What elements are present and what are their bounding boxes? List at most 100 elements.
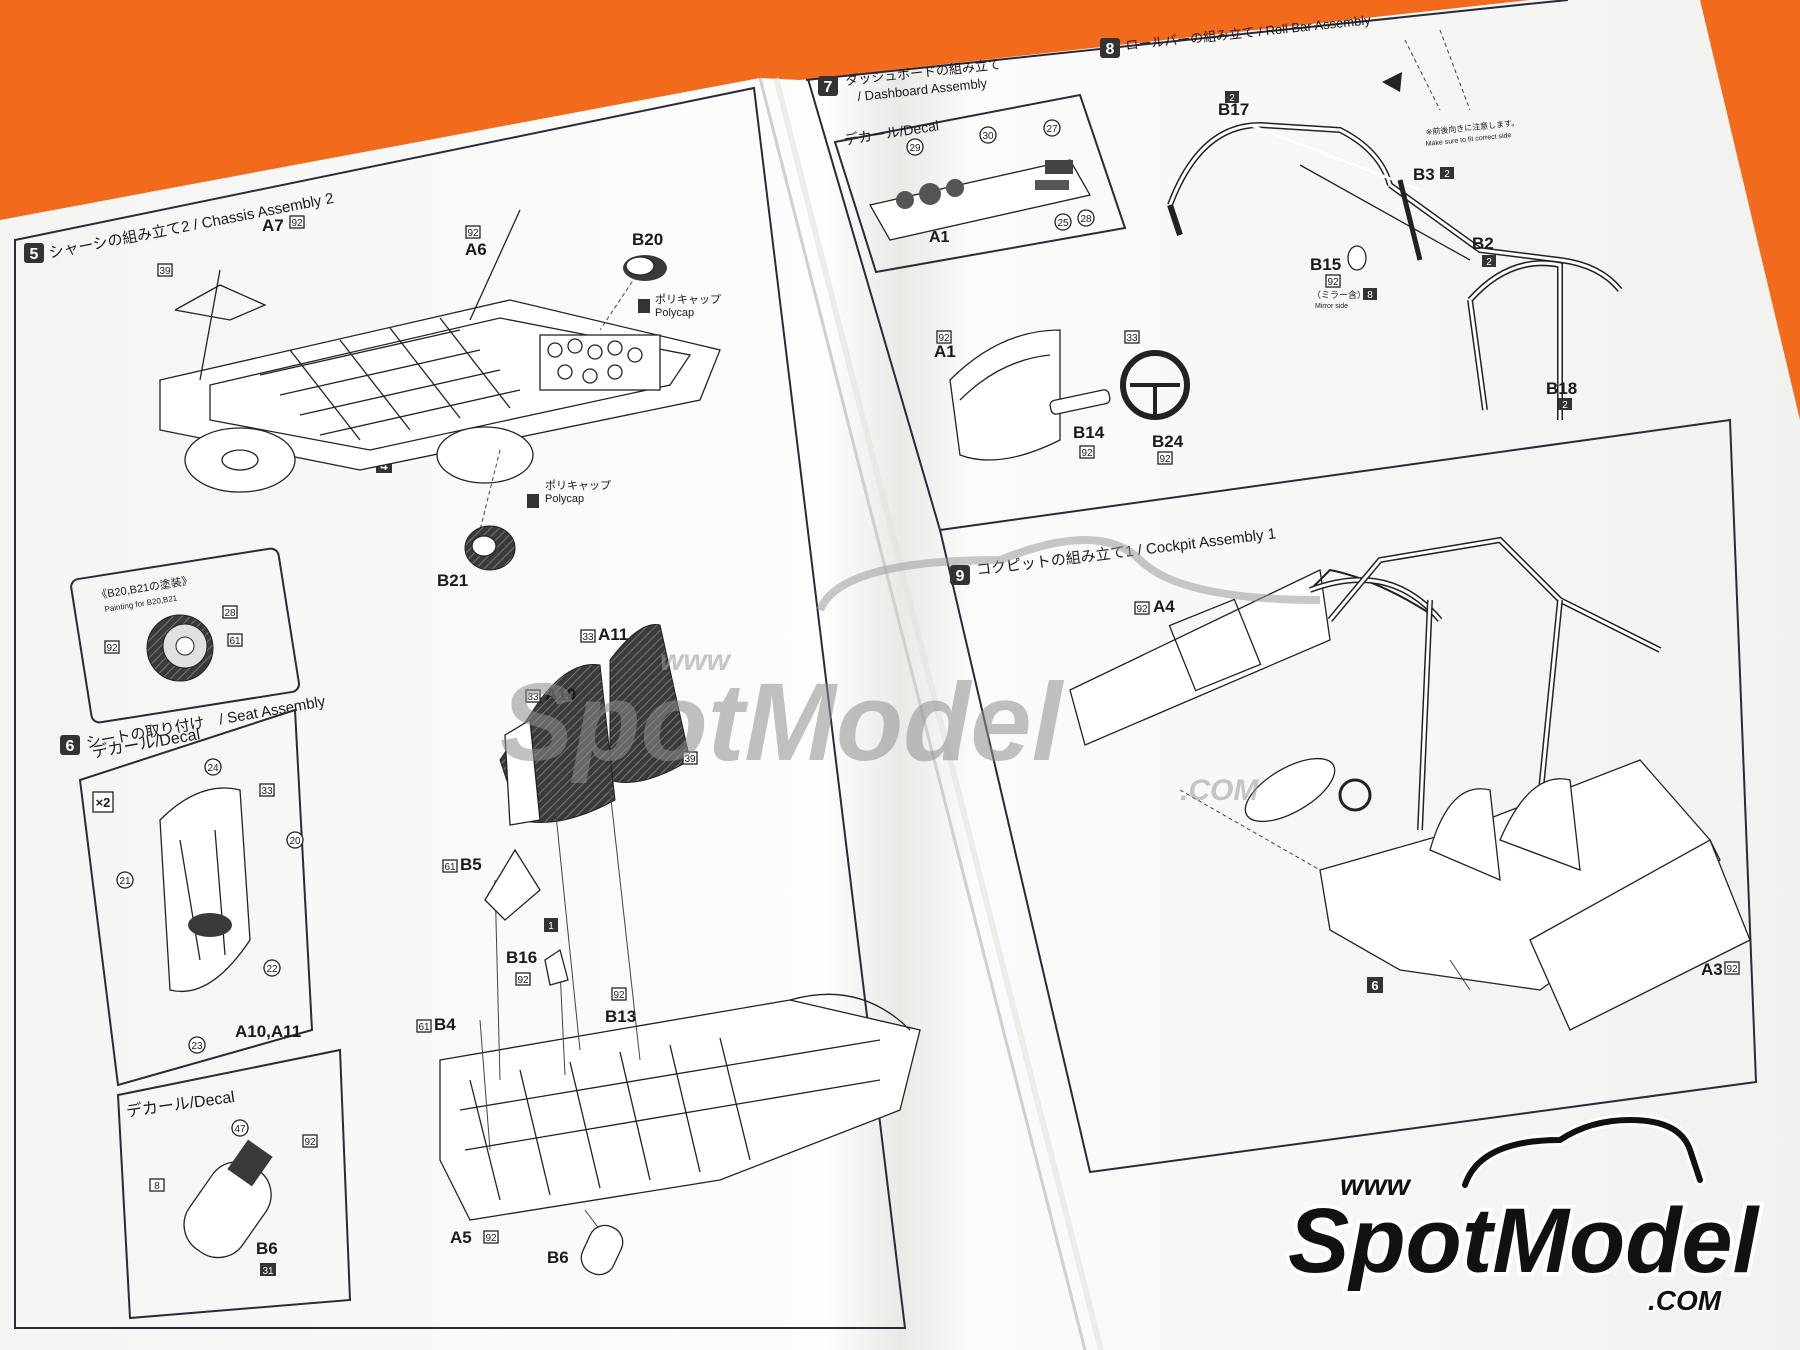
b4-code-61: 61	[418, 1022, 430, 1033]
logo-com: .COM	[1648, 1285, 1722, 1316]
part-label-b18: B18	[1546, 379, 1577, 398]
part-label-a1: A1	[934, 342, 956, 361]
part-label-b6-detail: B6	[256, 1239, 278, 1258]
seat-code-23: 23	[191, 1041, 203, 1052]
b3-code-2: 2	[1444, 169, 1450, 180]
b24-code-92: 92	[1159, 454, 1171, 465]
mirror-note-en: Mirror side	[1315, 303, 1348, 310]
steering-wheel-drawing	[1120, 350, 1190, 420]
polycap-jp-2: ポリキャップ	[545, 479, 611, 492]
part-label-a6: A6	[465, 240, 487, 259]
seat-drawing	[159, 787, 251, 992]
polycap-en-2: Polycap	[545, 493, 584, 505]
dashboard-decal-drawing	[868, 159, 1092, 241]
part-label-a4: A4	[1153, 597, 1175, 616]
brake-disc-b21	[464, 525, 516, 571]
extinguisher-decal-box	[116, 1048, 352, 1320]
ext-code-92: 92	[304, 1137, 316, 1148]
code-92-a6: 92	[467, 228, 479, 239]
part-label-b21: B21	[437, 571, 468, 590]
watermark-com: .COM	[1180, 774, 1259, 807]
seat-code-33-a10: 33	[527, 692, 539, 703]
part-label-b13: B13	[605, 1007, 636, 1026]
column-b14-drawing	[1049, 389, 1111, 415]
paint-code-92: 92	[106, 643, 118, 654]
seat-code-39: 39	[684, 754, 696, 765]
step8-number: 8	[1106, 41, 1115, 58]
dashboard-decal-box	[833, 93, 1127, 274]
mirror-note: （ミラー含）	[1312, 289, 1366, 300]
b15-code-8: 8	[1367, 290, 1373, 301]
paint-code-28: 28	[224, 608, 236, 619]
rollbar-drawing	[1167, 29, 1623, 420]
part-label-b20: B20	[632, 230, 663, 249]
step7-badge	[818, 76, 838, 96]
dash-code-30: 30	[982, 131, 994, 142]
painting-box	[70, 547, 300, 724]
code-39-a: 39	[159, 266, 171, 277]
b18-code-2: 2	[1562, 400, 1568, 411]
part-label-b15: B15	[1310, 255, 1341, 274]
polycap-en-1: Polycap	[655, 307, 694, 319]
brake-disc-b20	[623, 255, 667, 281]
part-label-b6: B6	[547, 1248, 569, 1267]
code-92-a7: 92	[291, 218, 303, 229]
b13-code-92: 92	[613, 990, 625, 1001]
seat-decal-box	[78, 708, 314, 1087]
step5-number: 5	[30, 246, 39, 263]
step6-badge	[60, 735, 80, 755]
seat-code-24: 24	[207, 763, 219, 774]
a3-rear-panel	[1529, 839, 1751, 1031]
ext-code-31: 31	[262, 1266, 274, 1277]
b6-floor-extinguisher	[580, 1224, 624, 1276]
part-label-b24: B24	[1152, 432, 1184, 451]
part-label-a11: A11	[598, 625, 628, 644]
seat-code-33: 33	[261, 786, 273, 797]
step5-badge	[24, 243, 44, 263]
watermark-brand: SpotModel	[500, 661, 1065, 784]
b14-code-92: 92	[1081, 448, 1093, 459]
b24-code-33: 33	[1126, 333, 1138, 344]
b16-code-1: 1	[548, 921, 554, 932]
seat-code-20: 20	[289, 836, 301, 847]
chassis-drawing	[159, 209, 721, 531]
dash-code-29: 29	[909, 143, 921, 154]
part-label-b14: B14	[1073, 423, 1105, 442]
part-label-a3: A3	[1701, 960, 1723, 979]
logo-www: www	[1340, 1169, 1412, 1202]
step9-number: 9	[956, 568, 965, 585]
seat-code-22: 22	[266, 964, 278, 975]
watermark: www SpotModel .COM	[500, 536, 1321, 807]
b16-code-92: 92	[517, 975, 529, 986]
extinguisher-drawing	[183, 1139, 273, 1259]
a1-code-92: 92	[938, 333, 950, 344]
part-label-a10-a11: A10,A11	[235, 1022, 301, 1041]
dash-code-25: 25	[1057, 218, 1069, 229]
part-label-a10: A10	[545, 685, 576, 704]
painting-disc	[146, 614, 214, 682]
part-label-b16: B16	[506, 948, 537, 967]
part-label-6: 6	[1371, 978, 1378, 993]
a3-code-92: 92	[1726, 964, 1738, 975]
dash-code-28: 28	[1080, 214, 1092, 225]
seat-decal-multiplier: ×2	[96, 795, 111, 810]
watermark-www: www	[660, 644, 732, 677]
step8-badge	[1100, 38, 1120, 58]
direction-arrow	[1382, 72, 1402, 92]
step9-badge	[950, 565, 970, 585]
polycap-jp-1: ポリキャップ	[655, 293, 721, 306]
part-label-b5: B5	[460, 855, 482, 874]
a5-code-92: 92	[485, 1233, 497, 1244]
part-label-a5: A5	[450, 1228, 472, 1247]
spotmodel-logo: www SpotModel .COM	[1284, 1113, 1765, 1318]
part-label-b2: B2	[1472, 234, 1494, 253]
seat-code-21: 21	[119, 876, 131, 887]
dash-code-27: 27	[1046, 124, 1058, 135]
a4-firewall	[1069, 569, 1331, 746]
ext-code-47: 47	[234, 1124, 246, 1135]
step7-number: 7	[824, 79, 833, 96]
cockpit-drawing	[1069, 536, 1751, 1031]
b17-code-2: 2	[1229, 93, 1235, 104]
part-label-b17: B17	[1218, 100, 1249, 119]
b2-code-2: 2	[1486, 257, 1492, 268]
